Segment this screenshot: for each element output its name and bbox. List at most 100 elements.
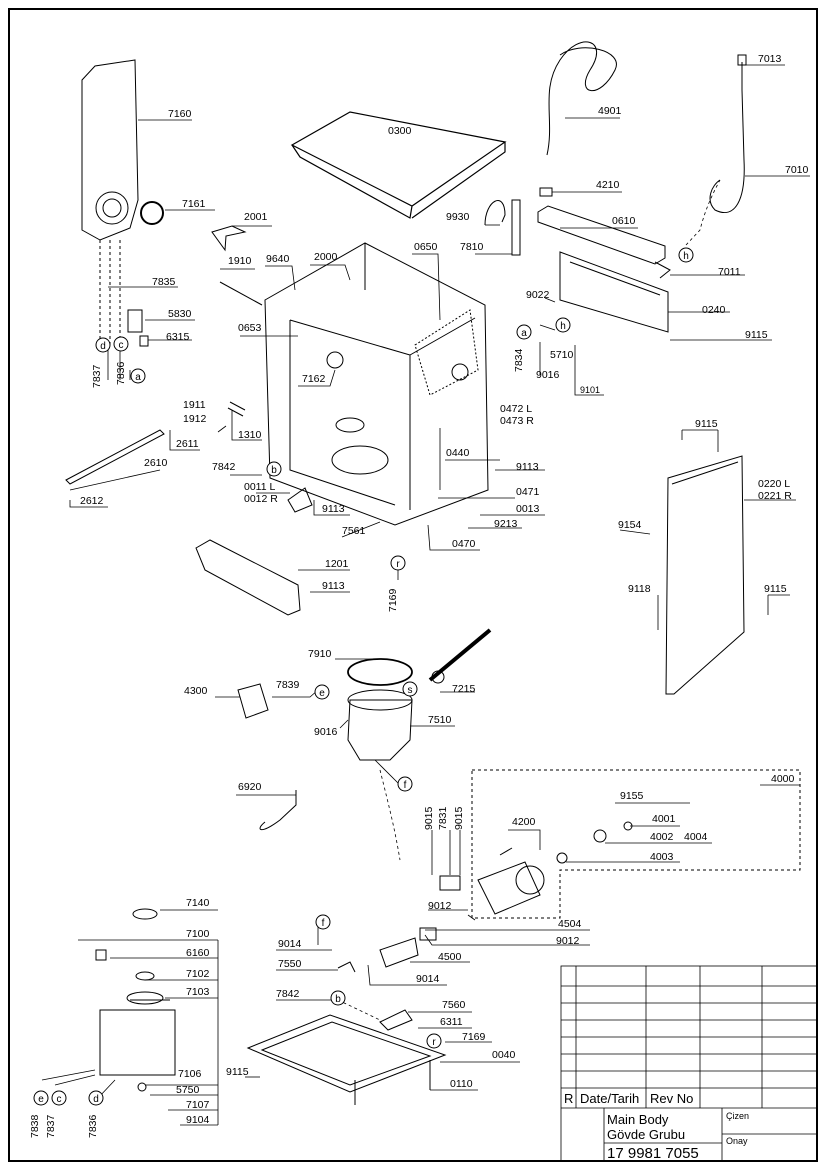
- part-label: 7834: [513, 348, 525, 372]
- part-label: 9015: [423, 806, 435, 830]
- part-label: 7102: [186, 968, 210, 980]
- part-label: 9015: [453, 806, 465, 830]
- part-label: 7140: [186, 897, 210, 909]
- part-label: 7560: [442, 999, 466, 1011]
- marker-letter: c: [57, 1094, 62, 1105]
- part-label: 0653: [238, 322, 262, 334]
- part-label: 6160: [186, 947, 210, 959]
- part-label: 9014: [416, 973, 440, 985]
- part-label: 9012: [556, 935, 580, 947]
- part-label: 1310: [238, 429, 262, 441]
- part-label: 7215: [452, 683, 476, 695]
- sump-7510-shape: [347, 699, 413, 761]
- part-label: 9104: [186, 1114, 210, 1126]
- insulation-mesh-shape: [414, 309, 479, 396]
- part-label: 4001: [652, 813, 676, 825]
- part-label: 0471: [516, 486, 540, 498]
- rail-2610-shape: [65, 429, 165, 485]
- inlet-hose-shape: [709, 62, 745, 213]
- part-label: 0110: [450, 1078, 473, 1090]
- part-label: 9022: [526, 289, 550, 301]
- part-label: 0440: [446, 447, 470, 459]
- cap-7140-shape: [132, 908, 158, 920]
- part-label: 0473 R: [500, 415, 534, 427]
- part-label: 4500: [438, 951, 462, 963]
- part-label: 7831: [437, 806, 449, 830]
- marker-letter: a: [135, 372, 141, 383]
- marker-letter: f: [322, 918, 325, 929]
- part-label: 0470: [452, 538, 476, 550]
- part-label: 9118: [628, 583, 651, 595]
- marker-letter: h: [683, 251, 689, 262]
- part-7162-shape: [326, 351, 344, 369]
- part-label: 7837: [91, 364, 103, 388]
- part-label: 4000: [771, 773, 795, 785]
- top-cover-shape: [290, 111, 507, 219]
- part-label: 4200: [512, 816, 536, 828]
- part-label: 7836: [87, 1114, 99, 1138]
- approved-label: Onay: [726, 1136, 748, 1146]
- part-label: 2611: [176, 438, 199, 450]
- side-panel-7160-shape: [81, 59, 139, 241]
- tub-drain-shape: [331, 445, 389, 475]
- part-label: 9115: [226, 1066, 249, 1078]
- part-label: 4300: [184, 685, 208, 697]
- part-label: 5710: [550, 349, 574, 361]
- side-panel-fan-shape: [95, 191, 129, 225]
- part-label: 4901: [598, 105, 622, 117]
- marker-letter: r: [396, 559, 400, 570]
- marker-letter: a: [521, 328, 527, 339]
- part-label: 7839: [276, 679, 300, 691]
- marker-letter: e: [38, 1094, 44, 1105]
- document-number: 17 9981 7055: [607, 1145, 699, 1162]
- connection-marker-letters: a a b b c c d d e e f f h h r r s: [38, 251, 689, 1105]
- part-label: 9115: [764, 583, 787, 595]
- part-label: 2612: [80, 495, 104, 507]
- title-turkish: Gövde Grubu: [607, 1127, 685, 1142]
- spray-arm-7215-shape: [428, 628, 492, 682]
- marker-letter: d: [93, 1094, 99, 1105]
- part-label: 6311: [440, 1016, 463, 1028]
- title-english: Main Body: [607, 1112, 669, 1127]
- marker-letter: e: [319, 688, 325, 699]
- pump-7100-shape: [99, 999, 176, 1076]
- drawn-by-label: Çizen: [726, 1111, 749, 1121]
- part-label: 9640: [266, 253, 290, 265]
- part-label: 9115: [745, 329, 768, 341]
- part-label: 9016: [314, 726, 338, 738]
- marker-letter: r: [432, 1037, 436, 1048]
- part-label: 7910: [308, 648, 332, 660]
- part-label: 7837: [45, 1114, 57, 1138]
- part-label: 9014: [278, 938, 302, 950]
- part-label: 7013: [758, 53, 782, 65]
- part-label: 9155: [620, 790, 644, 802]
- part-label: 9154: [618, 519, 642, 531]
- rev-header: Rev No: [650, 1091, 693, 1106]
- part-label: 9113: [322, 580, 345, 592]
- marker-letter: c: [119, 340, 124, 351]
- part-label: 7842: [212, 461, 236, 473]
- part-label: 7106: [178, 1068, 202, 1080]
- connection-markers: [33, 247, 694, 1106]
- leader-lines: [41, 64, 810, 1126]
- drawing-frame: [8, 8, 818, 1162]
- part-label: 7169: [462, 1031, 486, 1043]
- part-label: 9012: [428, 900, 452, 912]
- part-label: 5750: [176, 1084, 200, 1096]
- title-block-text: R Date/Tarih Rev No Main Body Gövde Grub…: [564, 1091, 749, 1162]
- part-label: 7169: [387, 588, 399, 612]
- part-label: 1201: [325, 558, 349, 570]
- base-rail-1201-shape: [195, 539, 301, 616]
- part-label: 0610: [612, 215, 636, 227]
- part-label: 7010: [785, 164, 809, 176]
- side-door-0220-shape: [665, 455, 745, 695]
- part-label: 0221 R: [758, 490, 792, 502]
- gasket-7161-shape: [140, 201, 164, 225]
- part-label: 7561: [342, 525, 366, 537]
- part-label: 0300: [388, 125, 412, 137]
- part-label: 9115: [695, 418, 718, 430]
- part-label: 6920: [238, 781, 262, 793]
- part-label: 2610: [144, 457, 168, 469]
- part-label: 7510: [428, 714, 452, 726]
